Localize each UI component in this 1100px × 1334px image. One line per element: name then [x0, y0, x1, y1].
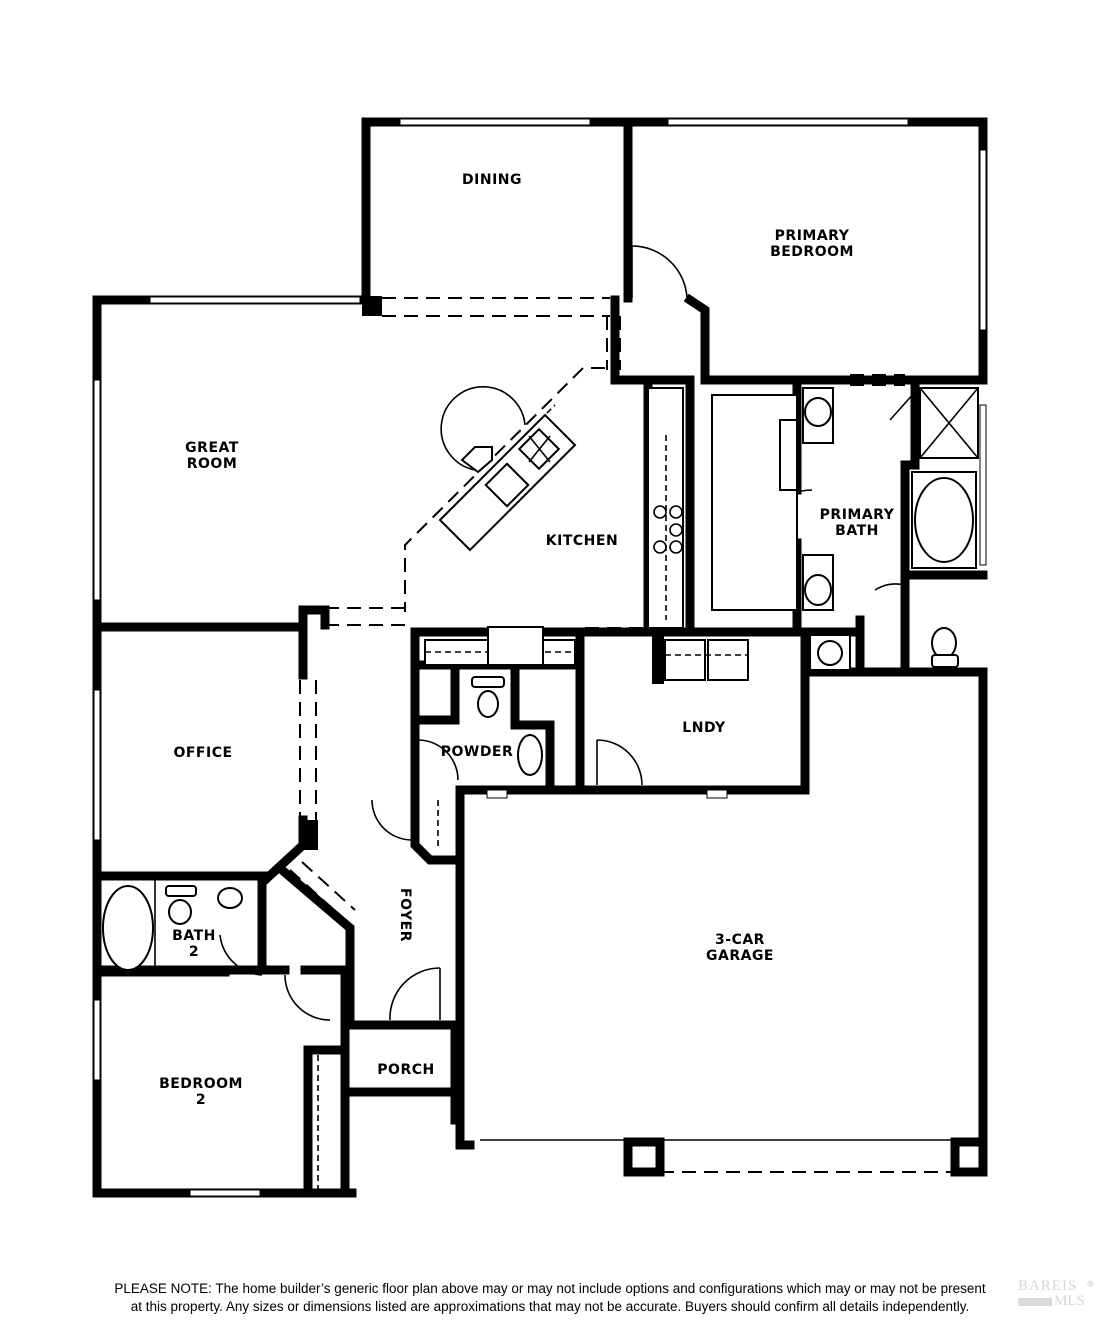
watermark-top-text: BAREIS — [1018, 1278, 1078, 1294]
room-label-powder: POWDER — [440, 744, 514, 760]
walls — [92, 117, 988, 1198]
room-label-primary-bedroom: PRIMARY BEDROOM — [770, 228, 854, 260]
room-label-foyer: FOYER — [397, 888, 413, 942]
laundry-fixtures — [664, 639, 749, 681]
primary-bath-fixtures — [711, 387, 979, 671]
disclaimer-line-1: PLEASE NOTE: The home builder’s generic … — [114, 1281, 986, 1296]
room-label-kitchen: KITCHEN — [545, 533, 619, 549]
watermark-bar — [1018, 1297, 1052, 1306]
disclaimer-note: PLEASE NOTE: The home builder’s generic … — [60, 1280, 1040, 1316]
room-label-great-room: GREAT ROOM — [185, 440, 239, 472]
openings — [289, 297, 955, 1190]
garage-doors — [480, 789, 952, 1141]
watermark-bottom-text: MLS — [1054, 1293, 1085, 1309]
room-label-bath-2: BATH 2 — [172, 928, 216, 960]
room-label-laundry: LNDY — [682, 720, 726, 736]
windows — [93, 118, 987, 1197]
disclaimer-line-2: at this property. Any sizes or dimension… — [130, 1299, 970, 1314]
bath-2-fixtures — [102, 880, 243, 971]
floor-plan-drawing — [92, 117, 988, 1198]
bareis-mls-watermark-logo: BAREIS MLS ® — [1018, 1279, 1094, 1319]
room-label-garage: 3-CAR GARAGE — [706, 932, 774, 964]
room-label-primary-bath: PRIMARY BATH — [819, 507, 895, 539]
registered-mark-icon: ® — [1087, 1279, 1094, 1289]
room-label-dining: DINING — [462, 172, 522, 188]
room-label-office: OFFICE — [173, 745, 233, 761]
room-label-porch: PORCH — [377, 1062, 435, 1078]
powder-fixtures — [471, 676, 543, 776]
kitchen-fixtures — [424, 386, 684, 666]
room-label-bedroom-2: BEDROOM 2 — [159, 1076, 243, 1108]
